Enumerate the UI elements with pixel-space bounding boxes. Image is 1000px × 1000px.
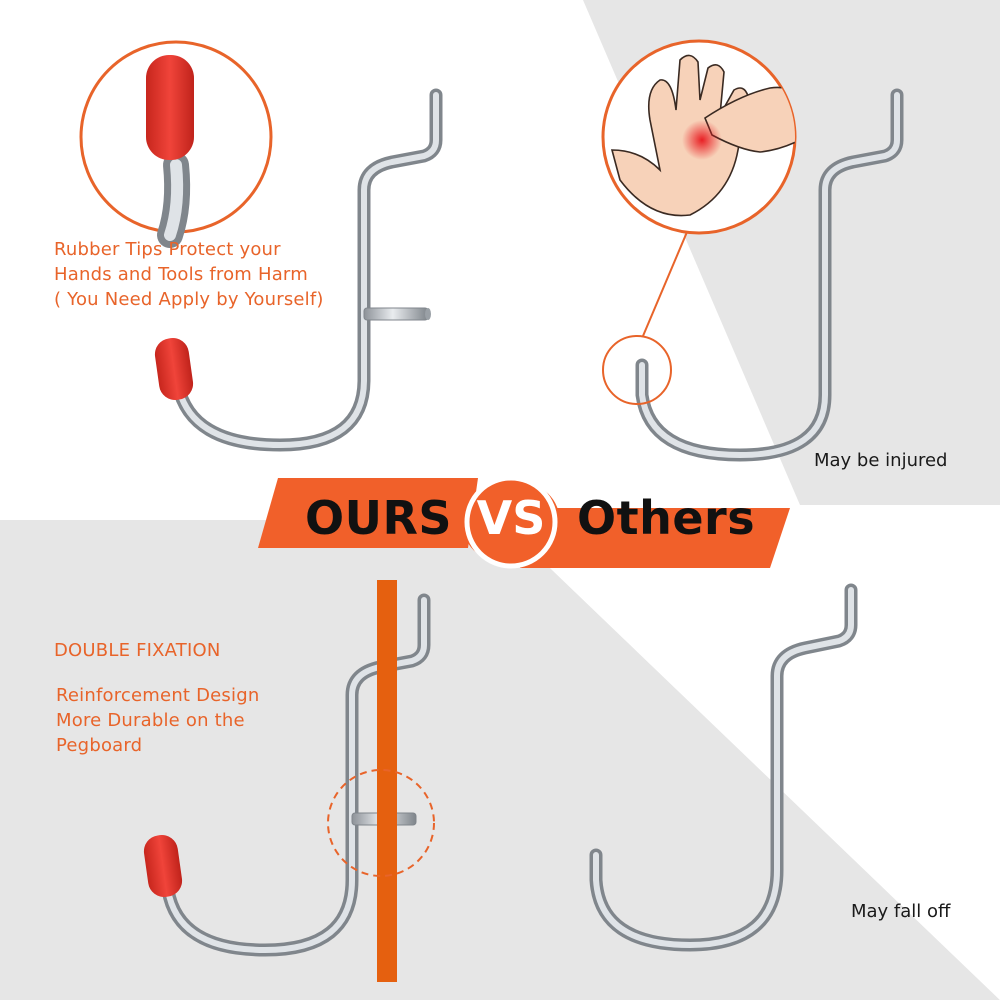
rubber-tip-icon xyxy=(143,835,183,897)
bottom-left-panel xyxy=(0,520,1000,1000)
reinforcement-line-1: Reinforcement Design xyxy=(56,685,260,706)
rubber-tips-text: Rubber Tips Protect your Hands and Tools… xyxy=(54,237,324,312)
vs-label: VS xyxy=(476,491,546,545)
may-fall-off-caption: May fall off xyxy=(851,901,951,922)
rubber-tips-line-2: Hands and Tools from Harm xyxy=(54,264,308,285)
reinforcement-line-2: More Durable on the xyxy=(56,710,245,731)
rubber-tips-line-3: ( You Need Apply by Yourself) xyxy=(54,289,324,310)
pegboard-bar-icon xyxy=(377,580,397,982)
magnifier-circle-icon xyxy=(602,335,672,405)
ours-label: OURS xyxy=(305,491,453,545)
pegboard-hook-icon xyxy=(589,583,858,952)
magnifier-circle-icon xyxy=(79,40,273,248)
vs-banner xyxy=(258,475,790,569)
injured-hand-icon xyxy=(601,39,797,235)
rubber-tips-line-1: Rubber Tips Protect your xyxy=(54,239,281,260)
double-fixation-heading: DOUBLE FIXATION xyxy=(54,640,221,661)
reinforcement-line-3: Pegboard xyxy=(56,735,143,756)
others-label: Others xyxy=(577,491,756,545)
pegboard-hook-icon xyxy=(635,88,904,462)
may-be-injured-caption: May be injured xyxy=(814,450,948,471)
rubber-tip-icon xyxy=(154,338,194,400)
magnifier-circle-icon xyxy=(327,769,435,877)
reinforcement-text: Reinforcement Design More Durable on the… xyxy=(56,683,259,758)
pegboard-hook-icon xyxy=(165,88,443,452)
